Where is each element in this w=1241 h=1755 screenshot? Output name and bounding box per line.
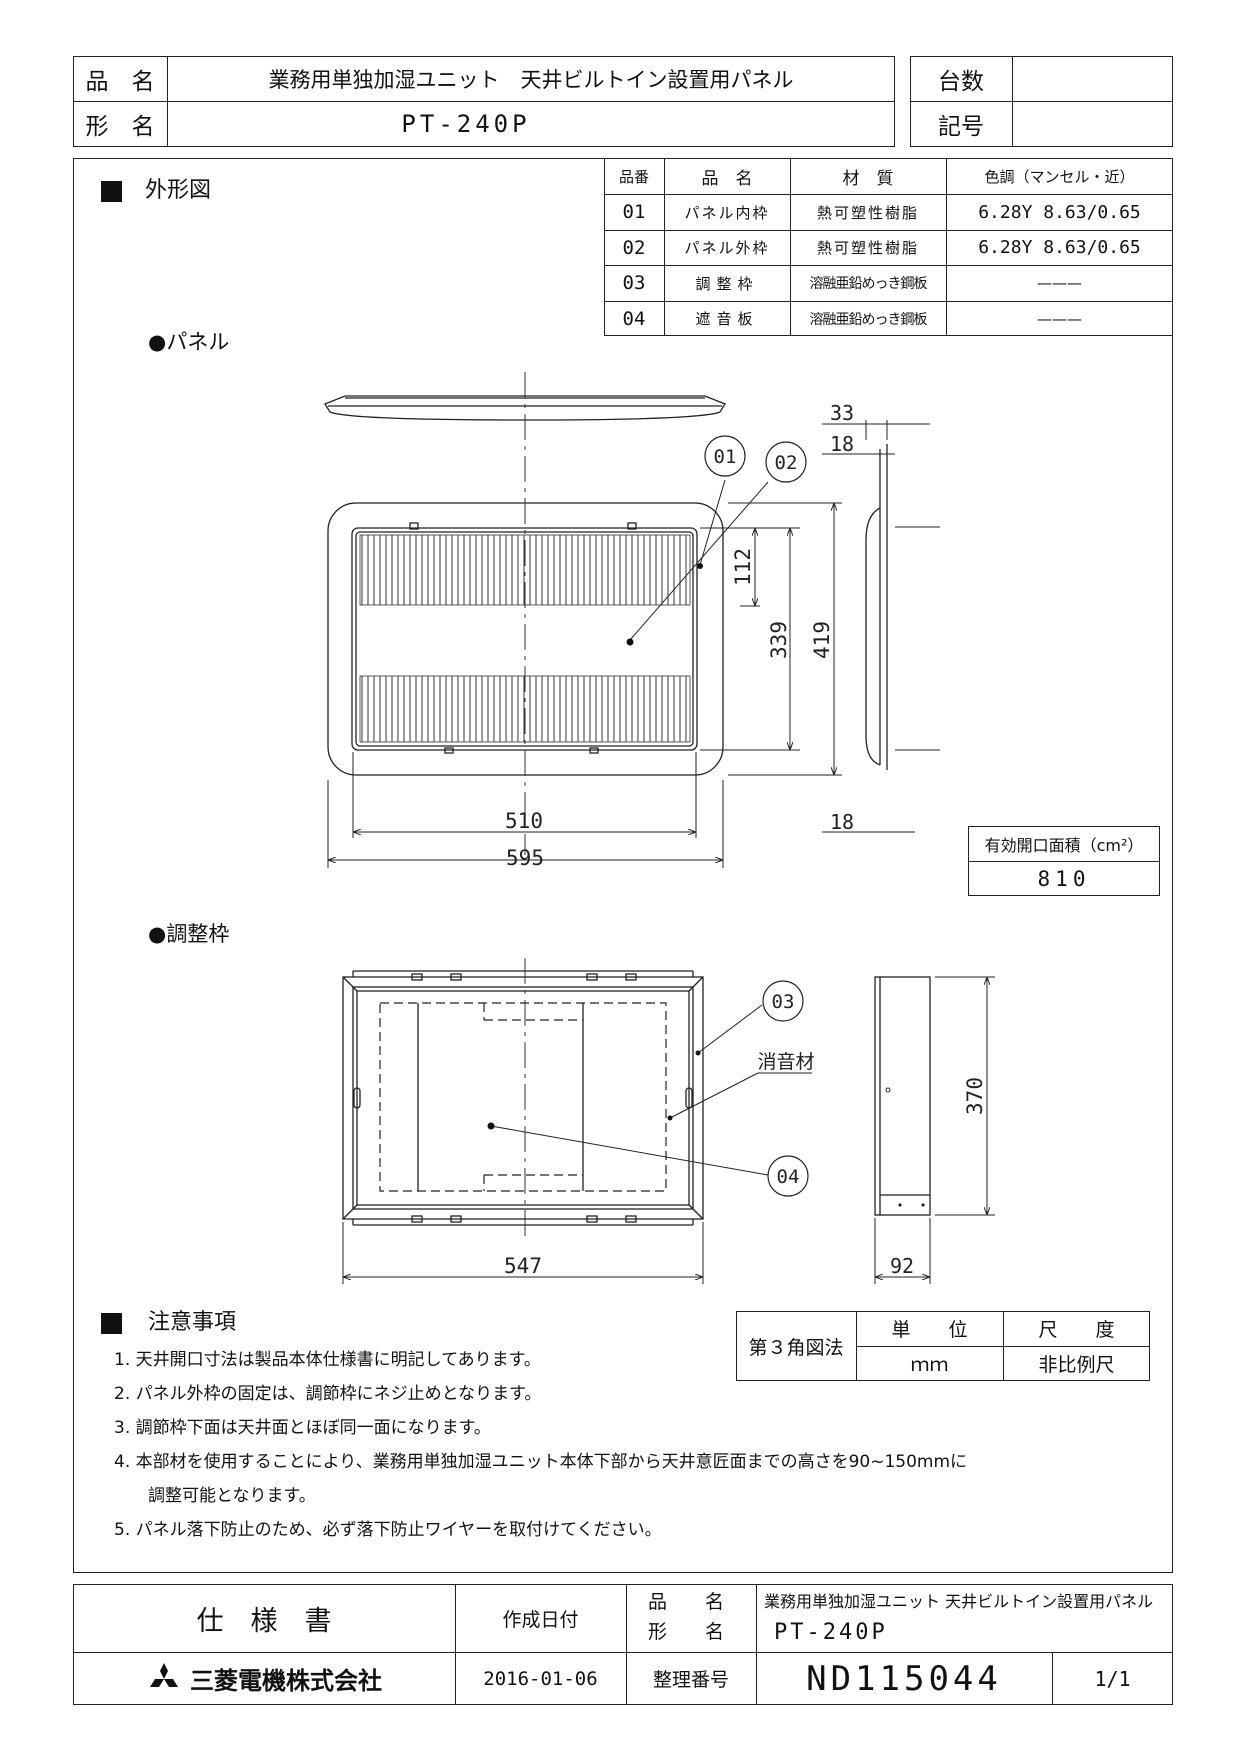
parts-header-name: 品 名 xyxy=(701,168,753,189)
footer-line xyxy=(73,1652,1173,1653)
parts-row-material: 熱可塑性樹脂 xyxy=(816,239,919,257)
parts-row-material: 熱可塑性樹脂 xyxy=(816,203,919,222)
dim-height-inner: 339 xyxy=(767,621,791,659)
callout-01: 01 xyxy=(714,446,737,468)
callout-03: 03 xyxy=(772,991,795,1013)
scale-value: 非比例尺 xyxy=(1038,1354,1115,1376)
note-item: 2. パネル外枠の固定は、調節枠にネジ止めとなります。 xyxy=(114,1384,542,1404)
quantity-divider xyxy=(1012,56,1013,147)
parts-table-line xyxy=(664,158,665,336)
parts-table-line xyxy=(946,158,947,336)
quantity-divider xyxy=(910,101,1173,102)
footer-line xyxy=(455,1584,456,1705)
symbol-label: 記号 xyxy=(938,114,984,140)
parts-row-material: 溶融亜鉛めっき鋼板 xyxy=(809,311,928,328)
parts-header-material: 材 質 xyxy=(842,168,894,189)
header-divider xyxy=(167,56,168,147)
created-date: 2016-01-06 xyxy=(483,1667,598,1690)
scale-label: 尺 度 xyxy=(1038,1319,1115,1341)
footer-line xyxy=(626,1584,627,1705)
product-name: 業務用単独加湿ユニット 天井ビルトイン設置用パネル xyxy=(268,67,794,92)
opening-area-value: 810 xyxy=(1037,866,1091,891)
number-label: 整理番号 xyxy=(652,1669,729,1691)
parts-row-no: 04 xyxy=(622,307,646,330)
quantity-label: 台数 xyxy=(938,68,984,95)
dim-width-inner: 510 xyxy=(505,809,543,833)
dim-frame-width: 547 xyxy=(504,1254,542,1278)
parts-table xyxy=(604,158,1173,336)
parts-row-color: 6.28Y 8.63/0.65 xyxy=(978,237,1141,258)
outline-title: 外形図 xyxy=(145,178,212,203)
panel-section-title: ●パネル xyxy=(148,330,230,354)
dim-width-outer: 595 xyxy=(506,846,544,870)
page-number: 1/1 xyxy=(1094,1666,1131,1691)
dim-side-bottom: 18 xyxy=(830,810,854,834)
parts-row-name: パネル内枠 xyxy=(684,203,770,222)
sound-material-label: 消音材 xyxy=(757,1051,814,1073)
note-item: 3. 調節枠下面は天井面とほぼ同一面になります。 xyxy=(114,1418,491,1438)
footer-block xyxy=(73,1584,1173,1705)
name-label: 品 名 xyxy=(648,1591,725,1613)
parts-row-name: パネル外枠 xyxy=(684,239,770,257)
callout-02: 02 xyxy=(775,452,798,474)
header-divider xyxy=(73,101,895,102)
parts-row-no: 02 xyxy=(622,236,646,259)
dim-side-depth: 33 xyxy=(830,401,854,425)
company-name: 三菱電機株式会社 xyxy=(190,1667,382,1695)
note-item: 5. パネル落下防止のため、必ず落下防止ワイヤーを取付けてください。 xyxy=(114,1520,662,1540)
dim-height-outer: 419 xyxy=(810,621,834,659)
opening-area-divider xyxy=(968,861,1160,862)
note-item: 4. 本部材を使用することにより、業務用単独加湿ユニット本体下部から天井意匠面ま… xyxy=(114,1452,968,1472)
dim-frame-height: 370 xyxy=(963,1077,987,1115)
document-number: ND115044 xyxy=(806,1658,1002,1699)
mitsubishi-logo-icon xyxy=(150,1662,178,1687)
callout-04: 04 xyxy=(777,1166,800,1188)
parts-table-line xyxy=(604,265,1173,266)
footer-line xyxy=(1052,1652,1053,1705)
projection-line xyxy=(856,1346,1150,1347)
unit-label: 単 位 xyxy=(891,1319,968,1341)
frame-drawing: 03 04 消音材 547 370 92 xyxy=(342,958,995,1284)
parts-row-color: ——— xyxy=(1037,274,1082,292)
quantity-value xyxy=(1012,56,1173,101)
parts-row-no: 01 xyxy=(622,201,646,223)
unit-value: ｍｍ xyxy=(910,1354,949,1376)
company-cell: 三菱電機株式会社 xyxy=(73,1652,455,1705)
footer-model: PT-240P xyxy=(774,1620,888,1645)
parts-row-color: ——— xyxy=(1037,309,1082,328)
parts-row-material: 溶融亜鉛めっき鋼板 xyxy=(809,276,928,292)
notes-bullet xyxy=(101,1313,122,1334)
frame-section-title: ●調整枠 xyxy=(148,922,230,946)
dim-side-top: 18 xyxy=(830,432,854,456)
model-value: PT-240P xyxy=(401,110,531,138)
outline-bullet xyxy=(101,181,122,202)
parts-header-no: 品番 xyxy=(618,167,649,186)
parts-row-color: 6.28Y 8.63/0.65 xyxy=(978,201,1141,223)
panel-drawing: 01 02 510 595 112 339 419 33 18 339 18 xyxy=(324,372,940,870)
doc-type: 仕 様 書 xyxy=(196,1605,332,1637)
parts-row-name: 遮音板 xyxy=(695,310,759,328)
notes-title: 注意事項 xyxy=(148,1310,237,1335)
note-item: 調整可能となります。 xyxy=(148,1486,316,1506)
parts-row-name: 調整枠 xyxy=(695,274,759,293)
projection-method: 第３角図法 xyxy=(748,1336,844,1359)
parts-table-line xyxy=(604,301,1173,302)
parts-table-line xyxy=(604,230,1173,231)
footer-line xyxy=(756,1584,757,1705)
parts-header-color: 色調（マンセル・近） xyxy=(984,167,1135,186)
model-label: 形 名 xyxy=(85,114,155,140)
created-label: 作成日付 xyxy=(502,1608,579,1631)
note-item: 1. 天井開口寸法は製品本体仕様書に明記してあります。 xyxy=(114,1350,541,1370)
symbol-value xyxy=(1012,101,1173,147)
parts-table-line xyxy=(604,194,1173,195)
model-label-footer: 形 名 xyxy=(648,1621,725,1643)
product-name-label: 品 名 xyxy=(85,68,155,95)
opening-area-label: 有効開口面積（cm²） xyxy=(984,835,1144,855)
dim-frame-depth: 92 xyxy=(890,1254,914,1278)
dim-grille: 112 xyxy=(731,548,755,586)
parts-row-no: 03 xyxy=(622,272,646,294)
parts-table-line xyxy=(790,158,791,336)
footer-product-name: 業務用単独加湿ユニット 天井ビルトイン設置用パネル xyxy=(764,1592,1154,1611)
